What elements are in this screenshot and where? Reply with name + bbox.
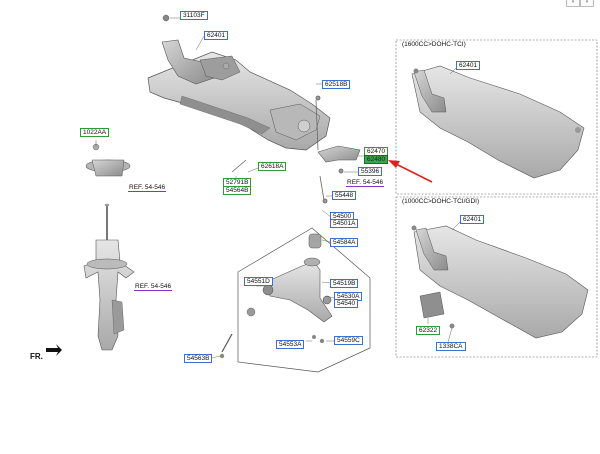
reference-link[interactable]: REF. 54-546	[128, 184, 167, 192]
subframe-bolts	[231, 95, 344, 204]
pointer-arrow	[388, 160, 433, 183]
strut-mount	[85, 143, 131, 177]
part-label-highlighted[interactable]: 62480	[364, 155, 389, 164]
part-label[interactable]: 54540	[334, 299, 359, 308]
part-label[interactable]: 62401	[204, 31, 229, 40]
part-label[interactable]: 31103F	[180, 11, 208, 20]
corner-tab: ▾	[580, 0, 594, 7]
part-label[interactable]: 54551D	[244, 277, 273, 286]
part-label[interactable]: 54559C	[334, 336, 363, 345]
subframe-variant-top	[411, 65, 585, 179]
front-direction-label: FR.	[30, 352, 43, 361]
part-label[interactable]: 62518B	[322, 80, 351, 89]
variant-box-bottom	[395, 196, 598, 358]
part-label[interactable]: 54584A	[330, 238, 359, 247]
part-label[interactable]: 54519B	[330, 279, 359, 288]
corner-tab: ▾	[566, 0, 580, 7]
part-label[interactable]: 1338CA	[436, 342, 466, 351]
part-label[interactable]: 62401	[456, 61, 481, 70]
long-bolt	[219, 333, 233, 359]
subframe-variant-bottom	[411, 225, 589, 339]
bracket-part	[317, 145, 361, 163]
part-label[interactable]: 54553A	[276, 340, 305, 349]
front-direction-icon	[46, 344, 62, 356]
part-label[interactable]: 54564B	[223, 186, 252, 195]
part-label[interactable]: 55396	[358, 167, 383, 176]
variant-caption-top: (1600CC>DOHC-TCI)	[400, 41, 468, 48]
part-label[interactable]: 54501A	[330, 219, 359, 228]
subframe-main	[147, 14, 331, 151]
strut-assembly	[83, 203, 135, 351]
part-label[interactable]: 54563B	[184, 354, 213, 363]
part-label[interactable]: 55448	[332, 191, 357, 200]
reference-link[interactable]: REF. 54-546	[134, 283, 173, 291]
part-label[interactable]: 62618A	[258, 162, 287, 171]
variant-box-top	[395, 39, 598, 195]
reference-link[interactable]: REF. 54-546	[346, 179, 385, 187]
part-label[interactable]: 1022AA	[80, 128, 110, 137]
leader-lines	[95, 17, 463, 359]
part-label[interactable]: 62401	[460, 215, 485, 224]
part-label[interactable]: 62322	[416, 326, 441, 335]
variant-caption-bottom: (1000CC>DOHC-TCI/GDI)	[400, 198, 482, 205]
lower-arm	[246, 233, 333, 344]
lower-arm-detail-box	[237, 227, 371, 373]
